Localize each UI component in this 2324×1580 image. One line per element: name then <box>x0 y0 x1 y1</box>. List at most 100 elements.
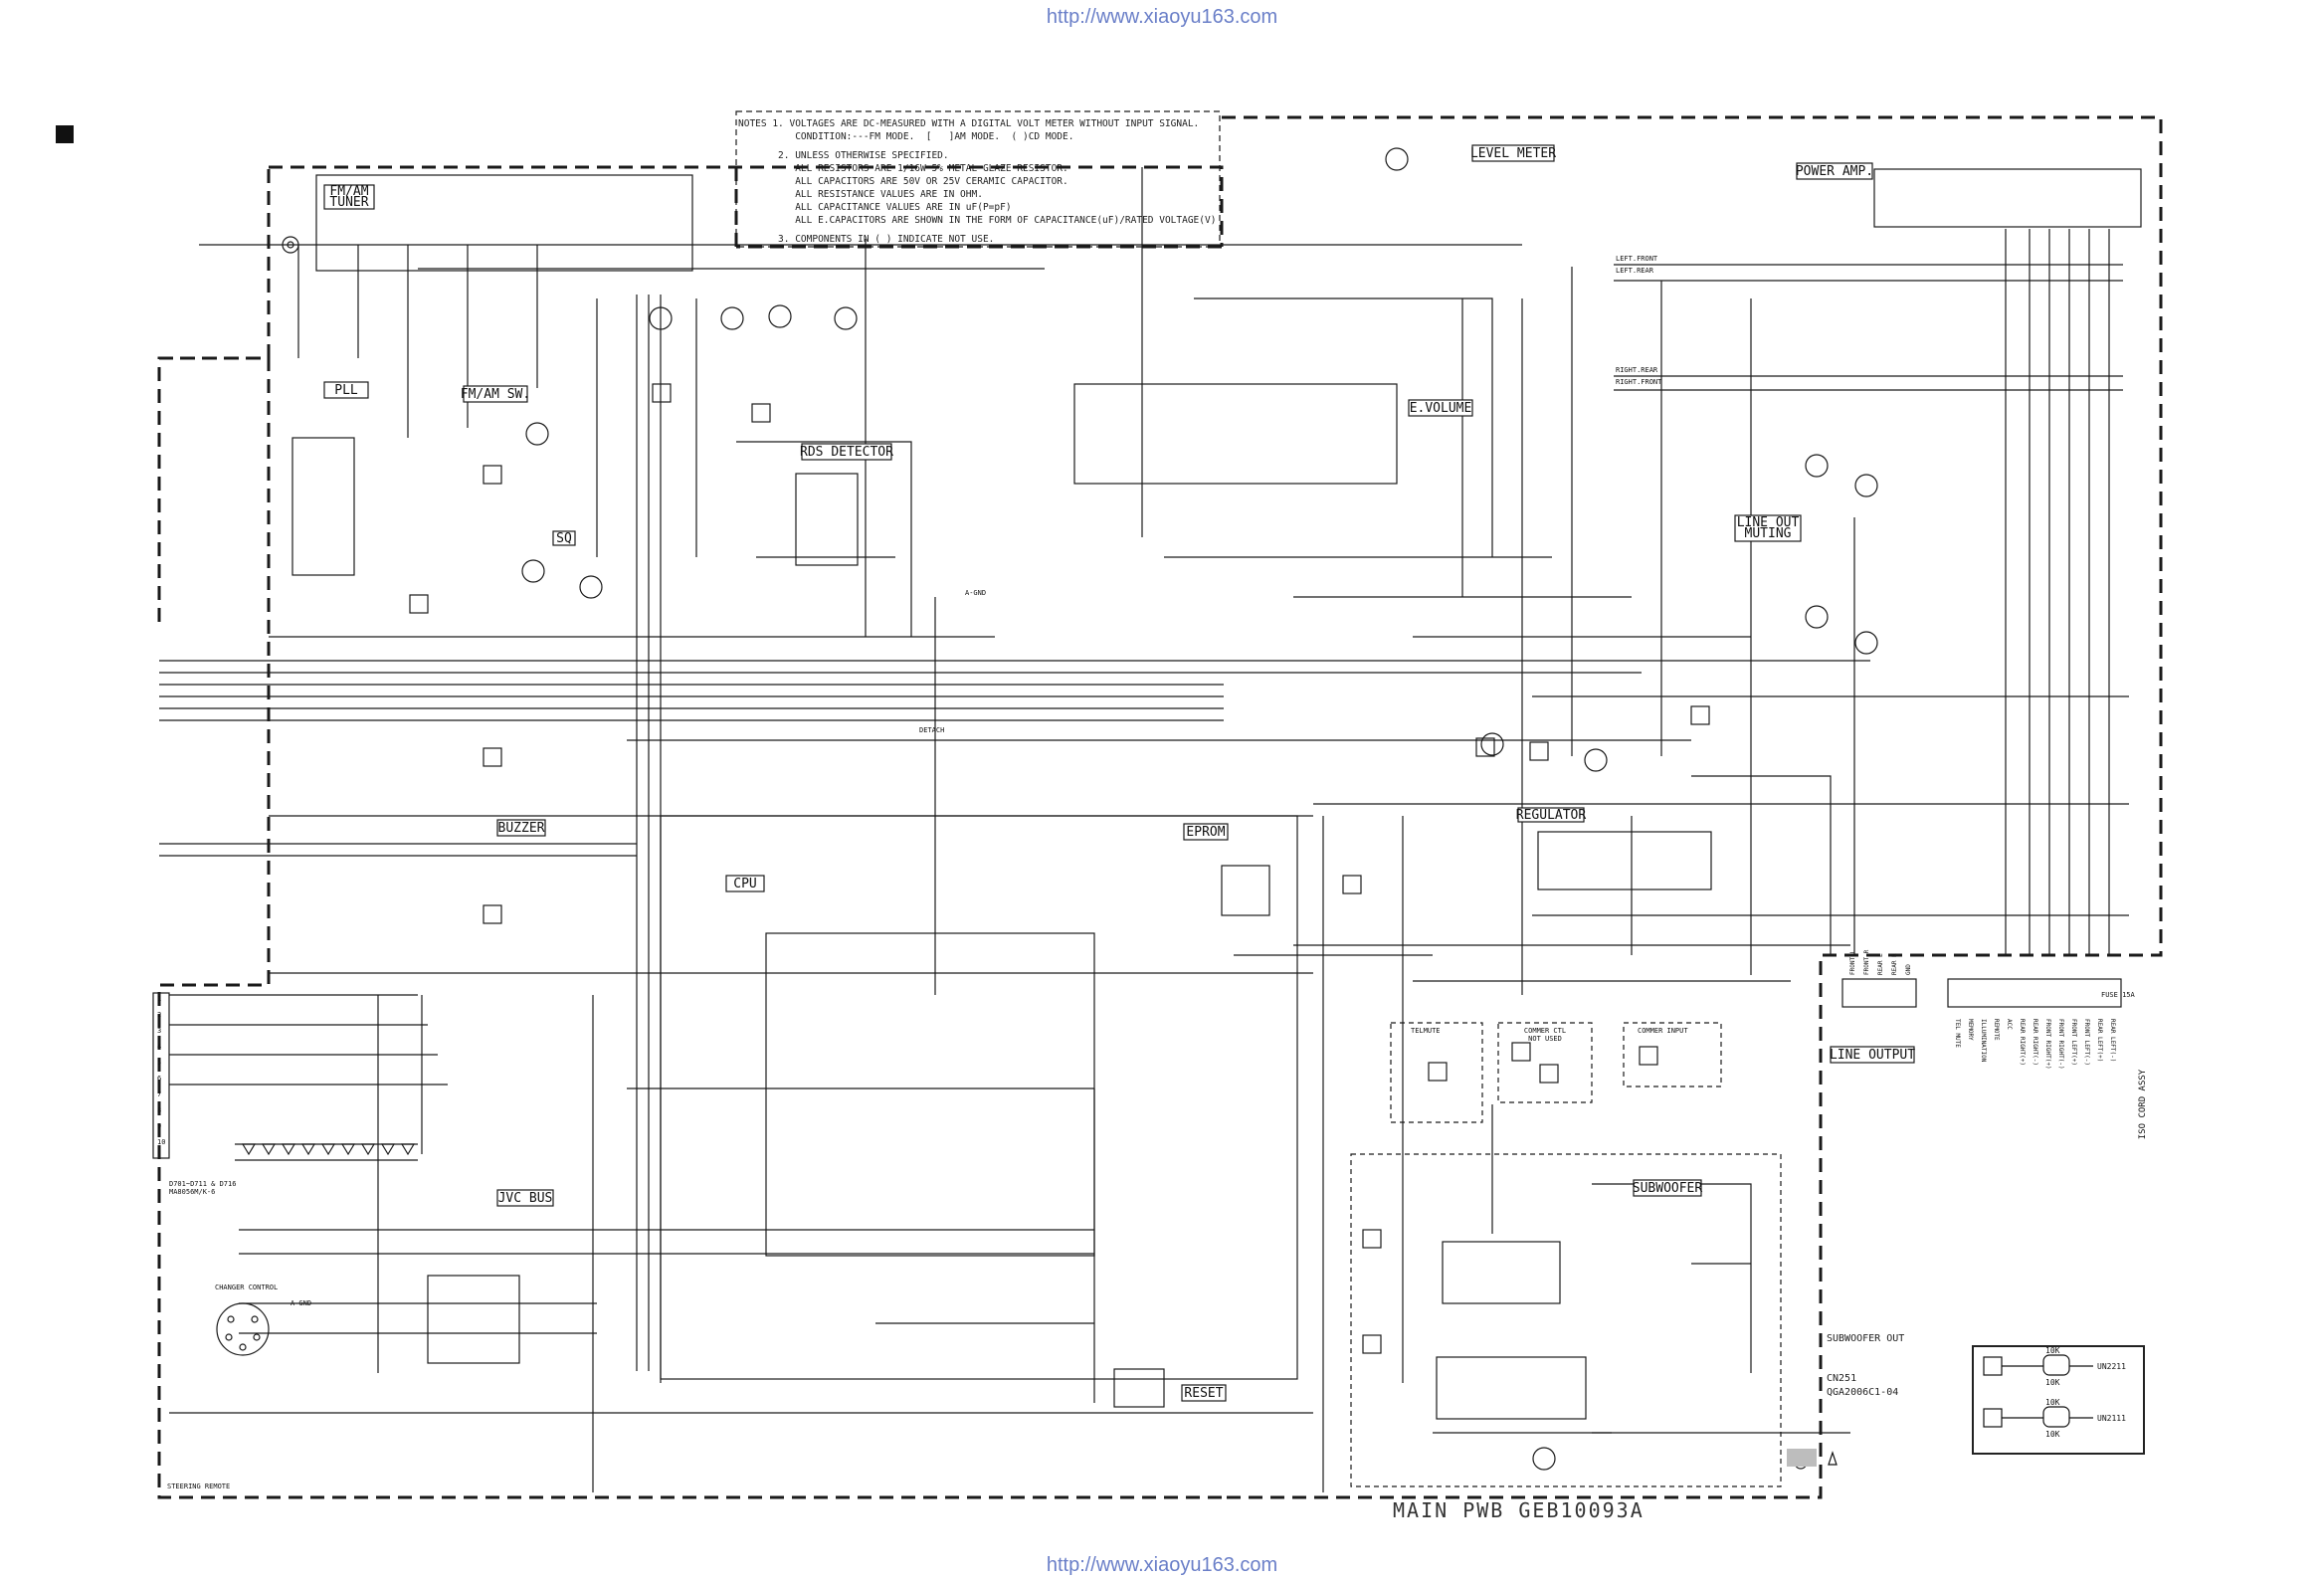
pll-ic <box>291 437 355 576</box>
iso-connector <box>1947 978 2122 1008</box>
cpu-frame <box>660 815 1298 1380</box>
legend-part-2: UN2111 <box>2097 1414 2126 1423</box>
note-line: ALL CAPACITORS ARE 50V OR 25V CERAMIC CA… <box>738 176 1068 187</box>
connector-pin-number: 4 <box>157 1043 161 1051</box>
label-line-output: LINE OUTPUT <box>1830 1048 1915 1063</box>
label-iso-cord: ISO CORD ASSY <box>2138 1069 2148 1139</box>
transistor-legend: 10K 10K UN2211 10K 10K UN2111 <box>1972 1345 2145 1455</box>
warning-icon <box>1828 1451 1838 1466</box>
iso-pin-label: TEL MUTE <box>1954 1019 1961 1048</box>
iso-pin-label: REAR RIGHT(-) <box>2032 1019 2038 1066</box>
connector-pin-number: 6 <box>157 1075 161 1083</box>
legend-res-top-1: 10K <box>2045 1347 2060 1355</box>
cn251-part-label: QGA2006C1-04 <box>1827 1387 1899 1398</box>
iso-pin-label: ACC <box>2006 1019 2013 1030</box>
commer-input-box <box>1623 1022 1722 1087</box>
board-outline <box>157 115 2163 1499</box>
label-changer-control: CHANGER CONTROL <box>215 1284 278 1291</box>
subwoofer-ic-2 <box>1436 1356 1587 1420</box>
label-subwoofer: SUBWOOFER <box>1633 1181 1703 1196</box>
pwb-label: MAIN PWB GEB10093A <box>1393 1498 1645 1522</box>
label-commer-input: COMMER INPUT <box>1638 1027 1688 1035</box>
line-output-pin-label: REAR L <box>1877 953 1884 975</box>
connector-pin-number: 3 <box>157 1027 161 1035</box>
label-right-rear: RIGHT.REAR <box>1616 366 1658 374</box>
power-amp-ic <box>1873 168 2142 228</box>
antenna-jack <box>282 236 299 254</box>
diode-row <box>235 1143 418 1161</box>
watermark-url-bottom: http://www.xiaoyu163.com <box>1046 1554 1278 1576</box>
iso-pin-label: REAR RIGHT(+) <box>2019 1019 2026 1066</box>
connector-pin-number: 9 <box>157 1122 161 1130</box>
iso-pin-label: MEMORY <box>1967 1019 1974 1041</box>
connector-pin-number: 7 <box>157 1090 161 1098</box>
evolume-ic <box>1073 383 1398 485</box>
connector-pin-number: 1 <box>157 995 161 1003</box>
label-jvc-bus: JVC BUS <box>498 1191 553 1206</box>
line-output-pin-label: FRONT L <box>1849 949 1856 975</box>
legend-res-bottom-1: 10K <box>2045 1378 2060 1387</box>
line-output-pin-label: FRONT R <box>1863 949 1870 975</box>
jvc-bus-ic <box>427 1275 520 1364</box>
line-output-pin-label: GND <box>1905 964 1912 975</box>
note-line: 2. UNLESS OTHERWISE SPECIFIED. <box>738 150 949 161</box>
iso-pin-label: FRONT LEFT(+) <box>2070 1019 2077 1066</box>
connector-pin-number: 10 <box>157 1138 165 1146</box>
line-output-pin-label: REAR R <box>1891 953 1898 975</box>
watermark-url-top: http://www.xiaoyu163.com <box>1046 6 1278 28</box>
label-a-gnd-2: A-GND <box>290 1299 311 1307</box>
label-cpu: CPU <box>733 877 756 891</box>
label-reset: RESET <box>1184 1386 1223 1401</box>
label-power-amp: POWER AMP. <box>1796 164 1873 179</box>
label-buzzer: BUZZER <box>498 821 545 836</box>
note-line: ALL RESISTANCE VALUES ARE IN OHM. <box>738 189 983 200</box>
note-line: ALL CAPACITANCE VALUES ARE IN uF(P=pF) <box>738 202 1012 213</box>
legend-res-bottom-2: 10K <box>2045 1430 2060 1439</box>
reset-ic <box>1113 1368 1165 1408</box>
subwoofer-out-label: SUBWOOFER OUT <box>1827 1333 1905 1344</box>
label-pll: PLL <box>334 383 358 398</box>
bus-lines <box>159 244 2129 1434</box>
iso-pin-label: FRONT RIGHT(-) <box>2057 1019 2064 1070</box>
label-sq: SQ <box>556 531 572 546</box>
label-steering-remote: STEERING REMOTE <box>167 1482 230 1490</box>
notes-box <box>735 110 1221 248</box>
connector-pin-number: 8 <box>157 1106 161 1114</box>
label-left-rear: LEFT.REAR <box>1616 267 1654 275</box>
label-left-front: LEFT.FRONT <box>1616 255 1658 263</box>
tuner-module <box>315 174 693 272</box>
connector-pin-number: 2 <box>157 1011 161 1019</box>
label-regulator: REGULATOR <box>1516 808 1587 823</box>
cpu-ic <box>765 932 1095 1257</box>
regulator-ic <box>1537 831 1712 890</box>
legend-res-top-2: 10K <box>2045 1398 2060 1407</box>
subwoofer-box <box>1350 1153 1782 1487</box>
grey-marker <box>1787 1449 1817 1467</box>
label-e-volume: E.VOLUME <box>1410 401 1472 416</box>
label-fuse: FUSE 15A <box>2101 991 2136 999</box>
iso-pin-label: REAR LEFT(-) <box>2109 1019 2116 1062</box>
label-a-gnd: A-GND <box>965 589 986 597</box>
label-level-meter: LEVEL METER <box>1470 146 1556 161</box>
connector-pin-number: 5 <box>157 1059 161 1067</box>
note-line: ALL E.CAPACITORS ARE SHOWN IN THE FORM O… <box>738 215 1217 226</box>
left-connector <box>152 992 170 1159</box>
transistors <box>521 147 1878 1471</box>
digital-transistors <box>409 383 1710 1354</box>
wiring-detail <box>169 245 1832 1434</box>
legend-part-1: UN2211 <box>2097 1362 2126 1371</box>
iso-pin-label: FRONT RIGHT(+) <box>2044 1019 2051 1070</box>
note-line: 3. COMPONENTS IN ( ) INDICATE NOT USE. <box>738 234 995 245</box>
label-detach: DETACH <box>919 726 944 734</box>
rds-ic <box>795 473 859 566</box>
iso-pin-label: REAR LEFT(+) <box>2096 1019 2103 1062</box>
note-line: CONDITION:---FM MODE. [ ]AM MODE. ( )CD … <box>738 131 1074 142</box>
din-connector <box>216 1302 270 1356</box>
label-eprom: EPROM <box>1186 825 1225 840</box>
label-fm-am-sw: FM/AM SW. <box>461 387 530 402</box>
label-right-front: RIGHT.FRONT <box>1616 378 1662 386</box>
note-line: NOTES 1. VOLTAGES ARE DC-MEASURED WITH A… <box>738 118 1200 129</box>
